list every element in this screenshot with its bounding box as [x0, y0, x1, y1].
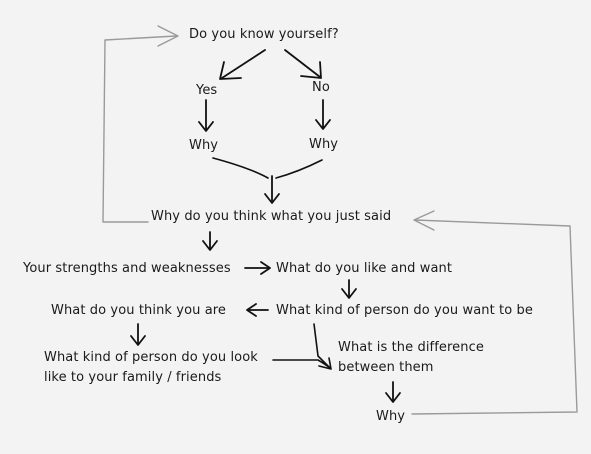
node-want-to-be: What kind of person do you want to be	[276, 303, 533, 318]
node-why-think: Why do you think what you just said	[151, 209, 392, 224]
loop-back-left-arrowhead	[157, 25, 179, 47]
node-look-like-line2: like to your family / friends	[44, 370, 222, 385]
arrow-want-to-difference	[313, 323, 331, 369]
node-why-final: Why	[376, 409, 406, 424]
node-difference: What is the difference between them	[338, 338, 498, 378]
node-difference-line2: between them	[338, 360, 434, 375]
loop-back-left-arrow	[102, 35, 177, 223]
arrow-why-right-converge	[275, 159, 323, 179]
loop-back-right-arrow	[411, 219, 578, 415]
node-no: No	[312, 80, 330, 95]
node-difference-line1: What is the difference	[338, 340, 484, 355]
node-strengths: Your strengths and weaknesses	[23, 261, 231, 276]
node-yes: Yes	[196, 83, 218, 98]
arrow-why-left-converge	[212, 157, 269, 179]
node-look-like-line1: What kind of person do you look	[44, 350, 258, 365]
node-know-yourself: Do you know yourself?	[189, 27, 339, 42]
node-think-you-are: What do you think you are	[51, 303, 227, 318]
node-why-left: Why	[189, 138, 219, 153]
node-look-like: What kind of person do you look like to …	[44, 348, 284, 388]
loop-back-right-arrowhead	[413, 210, 435, 231]
node-why-right: Why	[309, 137, 339, 152]
arrow-to-yes	[221, 49, 266, 79]
node-like-want: What do you like and want	[276, 261, 453, 276]
arrow-to-no	[284, 49, 321, 78]
